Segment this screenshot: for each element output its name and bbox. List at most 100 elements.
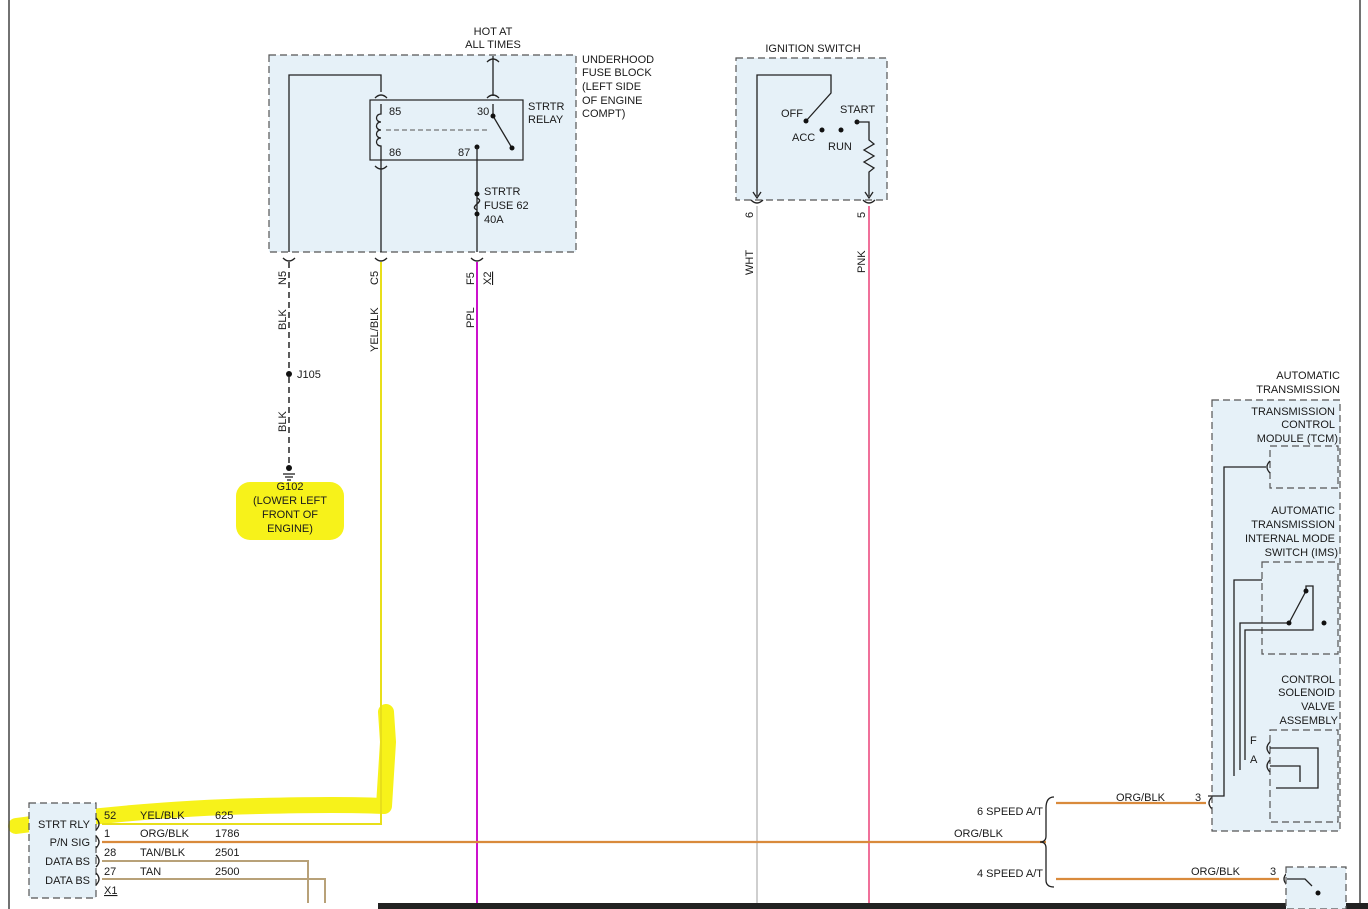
fuse-62-symbol: [473, 197, 481, 211]
tcm-label-2: CONTROL: [1281, 419, 1335, 431]
four-speed-label: 4 SPEED A/T: [977, 868, 1043, 880]
connector-cup-n5: [282, 257, 296, 262]
pnk-wire-label: PNK: [856, 250, 868, 273]
fuse-block-box: [268, 54, 577, 253]
fuse-block-title-3: (LEFT SIDE: [582, 81, 641, 93]
at-title-2: TRANSMISSION: [1256, 384, 1340, 396]
solenoid-cup-f: [1266, 741, 1271, 755]
ims-label-2: TRANSMISSION: [1251, 519, 1335, 531]
ecm-row-3-pin: 28: [104, 847, 116, 859]
highlight-marks: [8, 482, 396, 834]
switch-acc-dot: [819, 127, 825, 133]
pin-86-label: 86: [389, 147, 401, 159]
switch-start-label: START: [840, 104, 875, 116]
ims-dot-1: [1286, 620, 1292, 626]
ims-dot-3: [1321, 620, 1327, 626]
ecm-row-2-name: P/N SIG: [50, 837, 90, 849]
ims-inner-box: [1261, 561, 1339, 655]
solenoid-pin-f: F: [1250, 735, 1257, 747]
ecm-cup-4: [95, 872, 100, 886]
connector-cup-c5: [374, 257, 388, 262]
ground-g102-label: G102: [277, 481, 304, 493]
underhood-fuse-block: HOT AT ALL TIMES UNDERHOOD FUSE BLOCK (L…: [268, 26, 654, 285]
ecm-cup-1: [95, 817, 100, 831]
connector-cup-hot: [486, 58, 500, 63]
ignition-pin-6: 6: [744, 212, 756, 218]
switch-pivot: [803, 118, 809, 124]
fuse-block-title-2: FUSE BLOCK: [582, 67, 652, 79]
pn-sig-wire-label: ORG/BLK: [954, 828, 1004, 840]
ignition-feed-wire: [756, 74, 832, 196]
switch-off-label: OFF: [781, 108, 803, 120]
all-times-label: ALL TIMES: [465, 39, 521, 51]
six-speed-label: 6 SPEED A/T: [977, 806, 1043, 818]
connector-cup-f5: [470, 257, 484, 262]
ground-g102-dot: [286, 465, 292, 471]
solenoid-pin-a: A: [1250, 754, 1258, 766]
ecm-row-4-color: TAN: [140, 866, 161, 878]
ims-dot-2: [1303, 588, 1309, 594]
solenoid-label-3: VALVE: [1301, 701, 1335, 713]
connector-n5-label: N5: [277, 271, 289, 285]
data-bs-wire-2: [102, 878, 326, 903]
four-speed-pin: 3: [1270, 866, 1276, 878]
ecm-row-4-pin: 27: [104, 866, 116, 878]
splice-j105-label: J105: [297, 369, 321, 381]
connector-f5-label: F5: [465, 272, 477, 285]
solenoid-inner-box: [1269, 729, 1339, 823]
wht-wire-label: WHT: [744, 250, 756, 275]
six-speed-pin: 3: [1195, 792, 1201, 804]
ignition-cup-5: [862, 199, 876, 204]
relay-coil: [375, 104, 382, 168]
bottom-scrollbar[interactable]: [378, 903, 1368, 909]
at-title-1: AUTOMATIC: [1276, 370, 1340, 382]
connector-cup-85: [374, 94, 388, 99]
ecm-connector-x1: X1: [104, 885, 117, 897]
switch-acc-label: ACC: [792, 132, 815, 144]
ground-location-1: (LOWER LEFT: [253, 495, 327, 507]
blk-wire-label-upper: BLK: [277, 309, 289, 330]
fuse-block-title-4: OF ENGINE: [582, 95, 643, 107]
ecm-row-1-pin: 52: [104, 810, 116, 822]
fuse-label-2: FUSE 62: [484, 200, 529, 212]
ignition-switch-box: [735, 57, 888, 201]
ecm-row-3-name: DATA BS: [45, 856, 90, 868]
six-speed-wire-label: ORG/BLK: [1116, 792, 1166, 804]
ecm-connector: STRT RLY P/N SIG DATA BS DATA BS 52 YEL/…: [28, 802, 239, 899]
ims-switch: [1239, 585, 1314, 770]
switch-run-label: RUN: [828, 141, 852, 153]
ground-location-2: FRONT OF: [262, 509, 318, 521]
four-speed-wire-label: ORG/BLK: [1191, 866, 1241, 878]
connector-c5-label: C5: [369, 271, 381, 285]
pin-30-label: 30: [477, 106, 489, 118]
blk-wire-label-lower: BLK: [277, 411, 289, 432]
ecm-row-4-name: DATA BS: [45, 875, 90, 887]
ecm-row-2-pin: 1: [104, 828, 110, 840]
automatic-transmission: AUTOMATIC TRANSMISSION TRANSMISSION CONT…: [1208, 370, 1341, 832]
ground-highlight: [236, 482, 344, 540]
six-speed-cup: [1208, 796, 1213, 810]
four-speed-contact-dot: [1315, 890, 1321, 896]
ims-outer-loop: [1233, 579, 1262, 776]
four-speed-tcm-box: [1285, 866, 1347, 909]
solenoid-label-2: SOLENOID: [1278, 687, 1335, 699]
ecm-cup-3: [95, 854, 100, 868]
ignition-arrow-6: [752, 191, 762, 200]
ignition-switch-title: IGNITION SWITCH: [765, 43, 860, 55]
ims-label-3: INTERNAL MODE: [1245, 533, 1335, 545]
fuse-block-title-5: COMPT): [582, 108, 625, 120]
ecm-row-3-color: TAN/BLK: [140, 847, 186, 859]
relay-contact-dot-end: [509, 145, 515, 151]
switch-resistor: [857, 121, 876, 196]
ims-feed: [1208, 466, 1266, 797]
ignition-arrow-5: [864, 191, 874, 200]
ecm-row-1-circuit: 625: [215, 810, 233, 822]
pin-85-label: 85: [389, 106, 401, 118]
relay-contact-dot-30: [490, 113, 496, 119]
solenoid-label-1: CONTROL: [1281, 674, 1335, 686]
pin-87-label: 87: [458, 147, 470, 159]
solenoid-label-4: ASSEMBLY: [1280, 715, 1339, 727]
connector-cup-30: [486, 94, 500, 99]
solenoid-loop: [1270, 747, 1319, 789]
